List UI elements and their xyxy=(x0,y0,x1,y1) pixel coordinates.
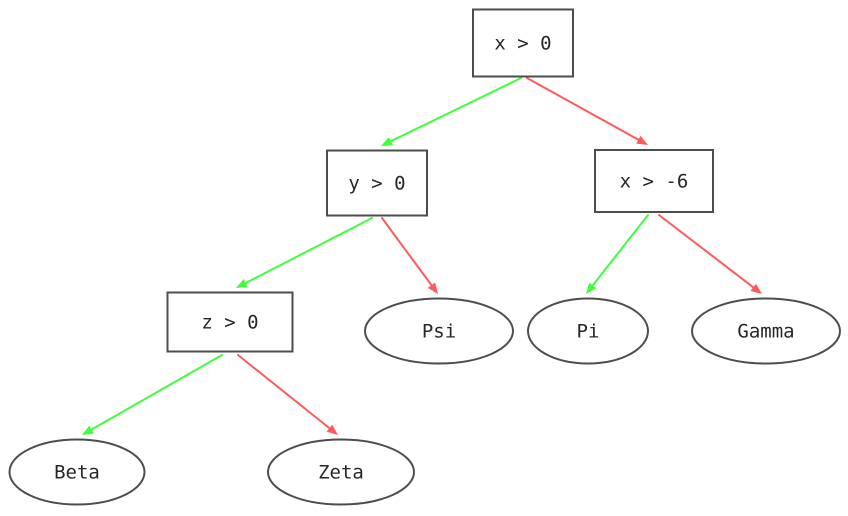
node-label: Zeta xyxy=(318,462,364,484)
arrowhead-icon xyxy=(586,282,597,294)
node-label: z > 0 xyxy=(201,312,258,334)
edge-z0-to-beta xyxy=(82,354,223,435)
edge-line xyxy=(88,354,223,432)
node-ellipse xyxy=(527,297,649,365)
node-ellipse xyxy=(691,297,841,365)
arrowhead-icon xyxy=(236,278,248,288)
node-pi[interactable]: Pi xyxy=(527,297,649,365)
node-label: Psi xyxy=(422,321,456,343)
node-z0[interactable]: z > 0 xyxy=(166,291,294,353)
node-rect xyxy=(472,8,574,78)
node-root[interactable]: x > 0 xyxy=(472,8,574,78)
edge-line xyxy=(243,217,373,285)
edge-y0-to-psi xyxy=(381,217,438,294)
arrowhead-icon xyxy=(427,282,438,294)
edge-xm6-to-gamma xyxy=(658,214,762,294)
node-label: x > -6 xyxy=(620,171,689,193)
node-rect xyxy=(326,149,428,217)
node-y0[interactable]: y > 0 xyxy=(326,149,428,217)
edge-line xyxy=(658,214,756,290)
node-gamma[interactable]: Gamma xyxy=(691,297,841,365)
edge-z0-to-zeta xyxy=(237,354,338,435)
node-ellipse xyxy=(8,438,146,506)
node-ellipse xyxy=(267,438,415,506)
arrowhead-icon xyxy=(381,137,393,146)
edge-line xyxy=(590,214,649,288)
arrowhead-icon xyxy=(750,283,762,294)
edge-line xyxy=(381,217,434,288)
edge-root-to-xm6 xyxy=(526,77,648,145)
edge-line xyxy=(388,77,522,144)
node-label: Gamma xyxy=(737,321,794,343)
node-label: Pi xyxy=(577,321,600,343)
edge-y0-to-z0 xyxy=(236,217,373,288)
edge-layer xyxy=(82,77,762,435)
arrowhead-icon xyxy=(326,424,338,435)
arrowhead-icon xyxy=(636,135,648,145)
edge-xm6-to-pi xyxy=(586,214,649,294)
node-zeta[interactable]: Zeta xyxy=(267,438,415,506)
node-ellipse xyxy=(364,297,514,365)
node-beta[interactable]: Beta xyxy=(8,438,146,506)
node-rect xyxy=(166,291,294,353)
node-xm6[interactable]: x > -6 xyxy=(594,149,714,213)
edge-line xyxy=(237,354,332,431)
node-label: x > 0 xyxy=(494,33,551,55)
edge-root-to-y0 xyxy=(381,77,522,146)
edge-line xyxy=(526,77,642,142)
node-label: y > 0 xyxy=(348,173,405,195)
arrowhead-icon xyxy=(82,425,94,435)
node-psi[interactable]: Psi xyxy=(364,297,514,365)
node-label: Beta xyxy=(54,462,100,484)
node-rect xyxy=(594,149,714,213)
